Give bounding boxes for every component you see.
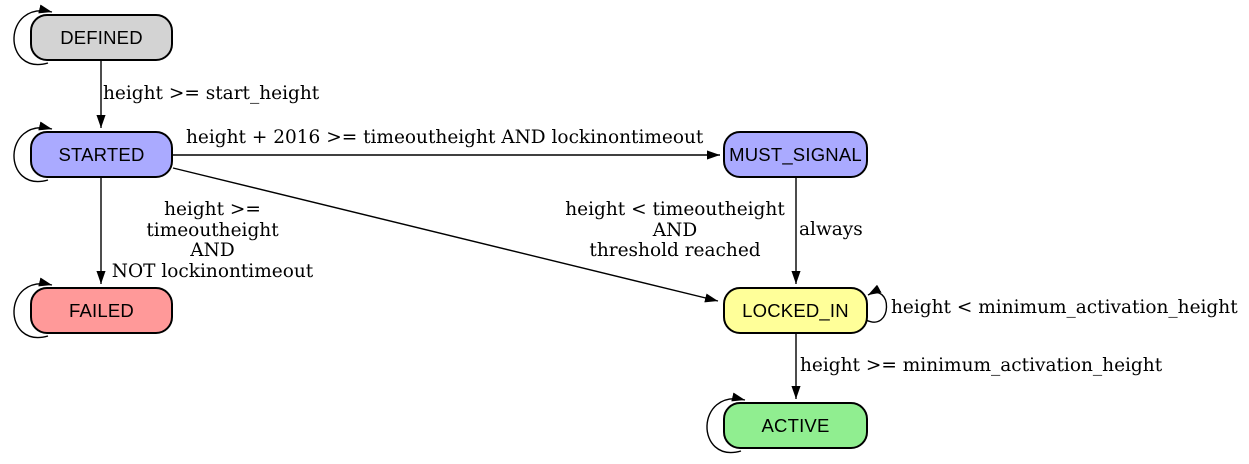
edge-label-defined-to-started: height >= start_height — [103, 83, 320, 104]
edge-label-started-to-failed: height >= timeoutheight AND NOT lockinon… — [111, 199, 314, 282]
state-active: ACTIVE — [723, 402, 868, 449]
state-started: STARTED — [30, 131, 173, 178]
self-loop-failed — [13, 277, 53, 339]
edge-label-locked-in-self-loop: height < minimum_activation_height — [891, 297, 1238, 318]
edge-label-locked-in-to-active: height >= minimum_activation_height — [800, 355, 1163, 376]
state-must-signal: MUST_SIGNAL — [723, 131, 868, 178]
edge-started-to-locked-in — [172, 167, 719, 303]
state-locked-in: LOCKED_IN — [723, 287, 868, 334]
edge-label-must-signal-to-locked-in: always — [799, 219, 863, 240]
edge-label-started-to-must-signal: height + 2016 >= timeoutheight AND locki… — [186, 127, 704, 148]
state-defined: DEFINED — [30, 14, 173, 61]
self-loop-defined — [13, 4, 53, 66]
self-loop-locked-in — [865, 284, 888, 323]
self-loop-active — [706, 392, 746, 454]
self-loop-started — [13, 121, 53, 183]
edge-label-started-to-locked-in: height < timeoutheight AND threshold rea… — [565, 199, 785, 261]
state-failed: FAILED — [30, 287, 173, 334]
